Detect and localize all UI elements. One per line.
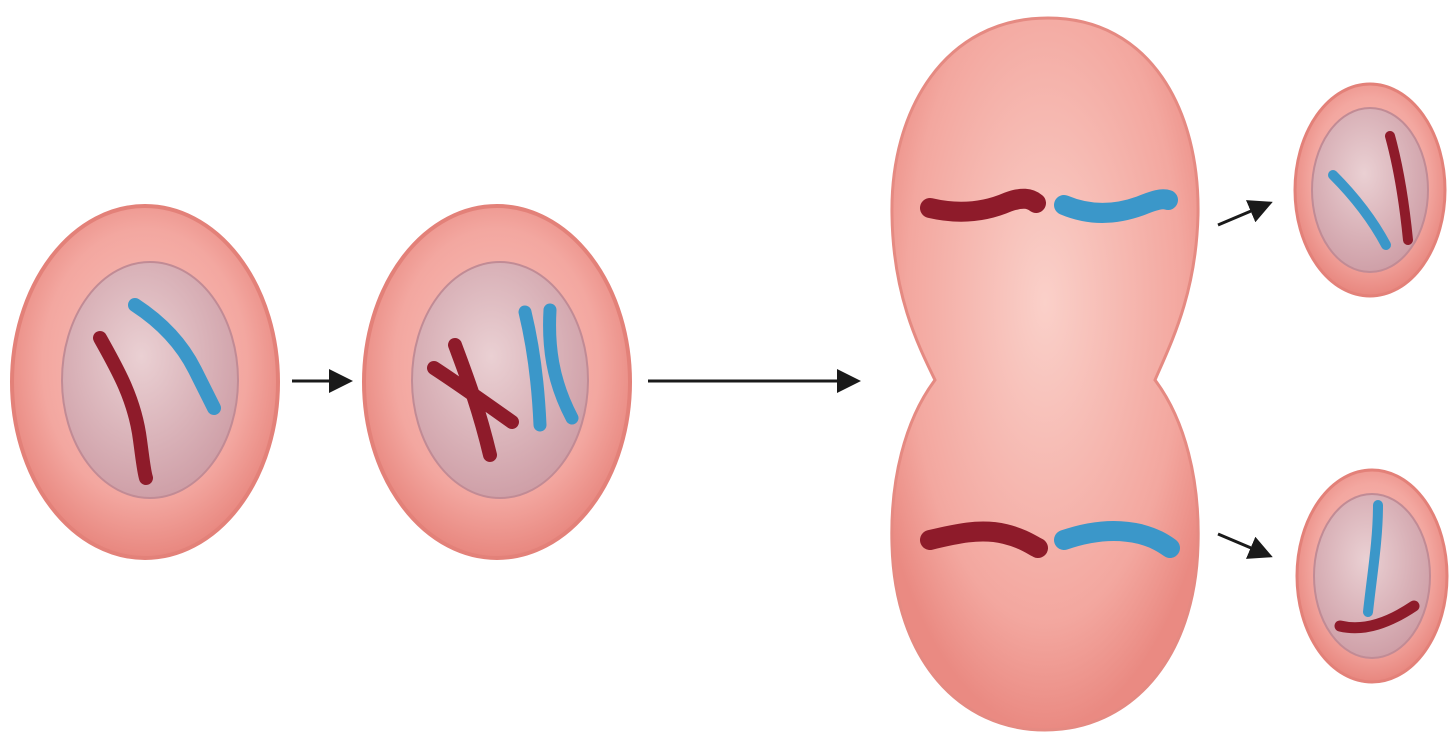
nucleus bbox=[1312, 108, 1428, 272]
replicated-cell bbox=[364, 206, 630, 558]
interphase-cell bbox=[12, 206, 278, 558]
arrow-right-icon bbox=[1218, 203, 1270, 225]
arrow-right-icon bbox=[1218, 534, 1270, 556]
daughter-cell-top bbox=[1295, 84, 1445, 296]
daughter-cell-bottom bbox=[1297, 470, 1447, 682]
dividing-cell bbox=[892, 18, 1198, 730]
